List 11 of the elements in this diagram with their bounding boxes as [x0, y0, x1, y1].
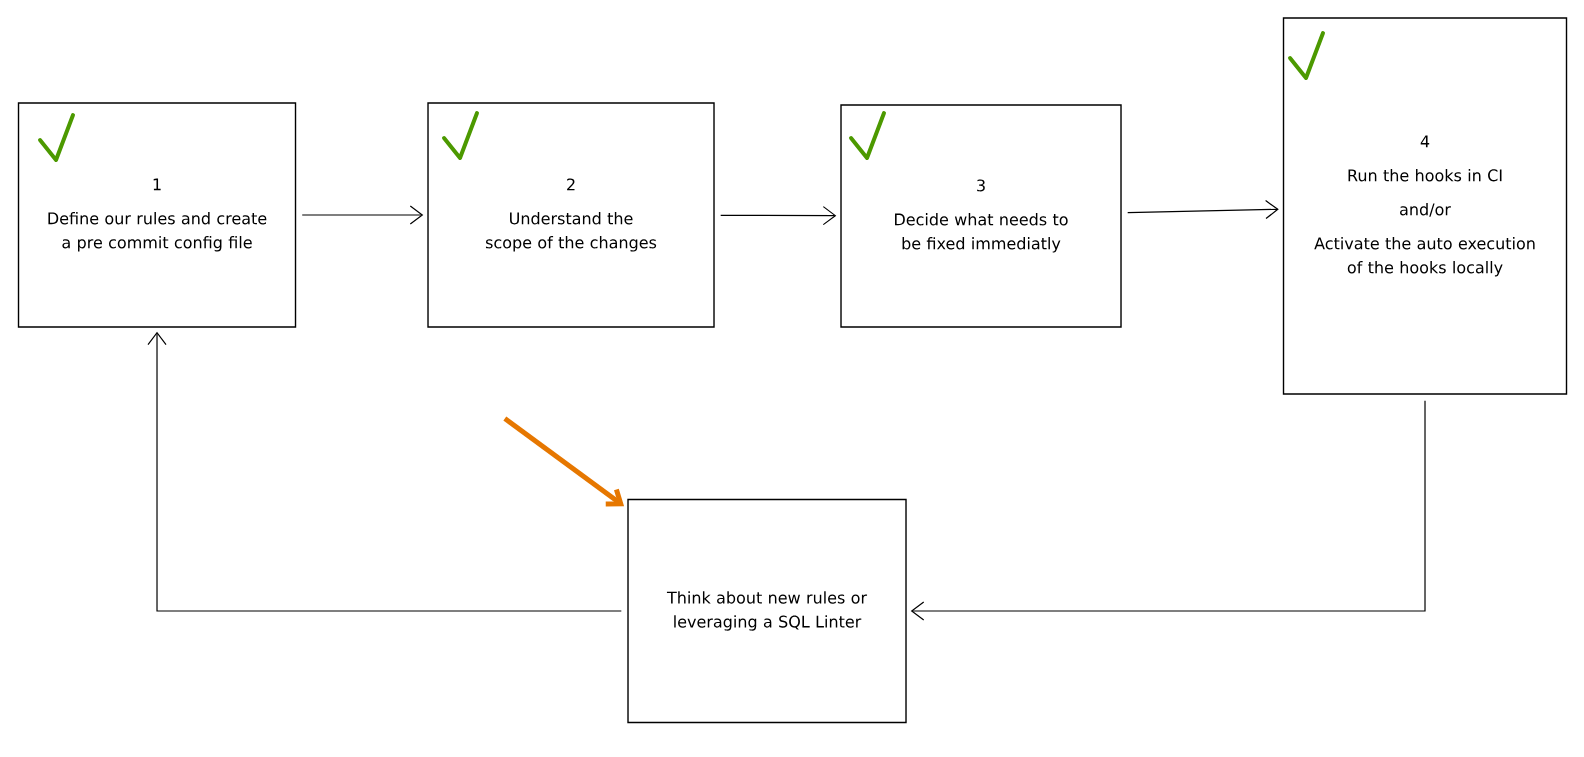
- arrow: [720, 206, 837, 226]
- process-box: 1 Define our rules and create a pre commit config file: [17, 102, 297, 328]
- arrow: [1127, 199, 1279, 220]
- process-box: Think about new rules or leveraging a SQL Linter: [627, 498, 907, 724]
- arrow: [147, 331, 622, 612]
- arrow: [503, 416, 625, 507]
- arrow: [301, 205, 424, 225]
- process-box: 4 Run the hooks in CI and/or Activate the auto execution of the hooks locally: [1282, 17, 1568, 395]
- process-box: 2 Understand the scope of the changes: [427, 102, 715, 328]
- process-box: 3 Decide what needs to be fixed immediatly: [840, 104, 1122, 328]
- arrow: [910, 400, 1426, 621]
